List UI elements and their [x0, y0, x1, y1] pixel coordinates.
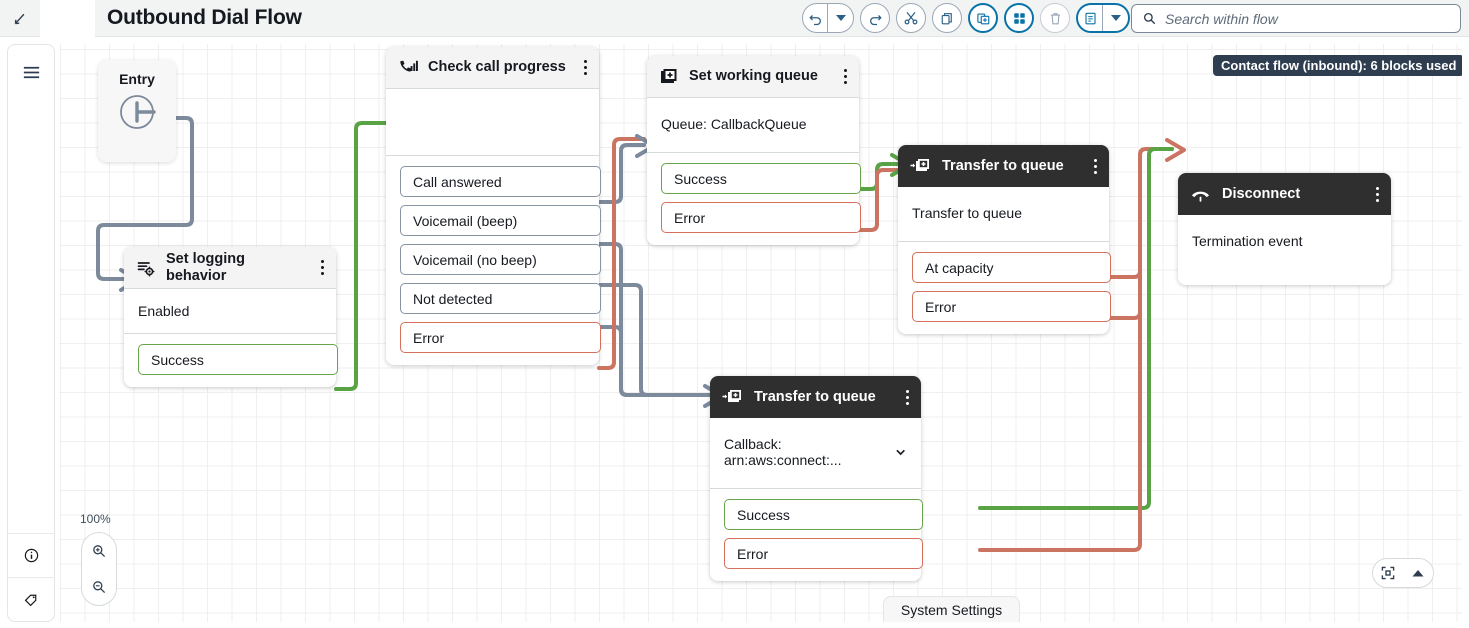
transfer-queue-icon	[722, 390, 741, 402]
block-title: Set working queue	[689, 68, 818, 85]
block-title: Disconnect	[1222, 185, 1301, 202]
block-ports: Success	[124, 333, 338, 387]
title-backdrop	[40, 0, 95, 37]
block-header[interactable]: Set working queue	[647, 56, 859, 98]
notes-icon[interactable]	[1078, 5, 1104, 31]
entry-label: Entry	[119, 71, 155, 87]
block-menu-button[interactable]	[1376, 186, 1379, 202]
block-menu-button[interactable]	[906, 389, 909, 405]
block-header[interactable]: Transfer to queue	[710, 376, 921, 418]
block-title: Check call progress	[428, 59, 566, 76]
undo-button-group[interactable]	[802, 3, 854, 33]
app-header: Outbound Dial Flow	[0, 0, 1469, 37]
canvas-view-controls	[1372, 558, 1434, 588]
block-body-row[interactable]: Callback: arn:aws:connect:...	[710, 418, 921, 488]
port-success[interactable]: Success	[661, 163, 861, 194]
block-title: Set logging behavior	[166, 250, 245, 284]
port-error[interactable]: Error	[400, 322, 601, 353]
undo-icon[interactable]	[803, 4, 829, 32]
block-header[interactable]: Set logging behavior	[124, 247, 336, 289]
port-success[interactable]: Success	[724, 499, 923, 530]
search-input[interactable]	[1165, 10, 1450, 27]
block-set-working-queue[interactable]: Set working queue Queue: CallbackQueue S…	[647, 56, 861, 245]
undo-dropdown-caret-down-icon[interactable]	[828, 4, 853, 32]
copy-icon	[941, 12, 952, 24]
search-box[interactable]	[1131, 4, 1461, 33]
flow-canvas[interactable]: Contact flow (inbound): 6 blocks used En…	[59, 44, 1462, 622]
block-disconnect[interactable]: Disconnect Termination event	[1178, 173, 1391, 285]
paste-icon	[976, 12, 989, 24]
port-at-capacity[interactable]: At capacity	[912, 252, 1111, 283]
set-queue-icon	[661, 68, 677, 83]
hangup-phone-icon	[1192, 191, 1209, 202]
block-header[interactable]: Disconnect	[1178, 173, 1391, 215]
call-progress-icon	[400, 60, 418, 72]
block-body-text: Enabled	[138, 303, 190, 319]
block-body-text	[386, 89, 599, 155]
delete-button[interactable]	[1040, 3, 1070, 33]
block-body-text: Callback: arn:aws:connect:...	[724, 436, 842, 468]
paste-button[interactable]	[968, 3, 998, 33]
block-menu-button[interactable]	[584, 60, 587, 75]
chevron-down-icon[interactable]	[894, 445, 907, 459]
block-header[interactable]: Transfer to queue	[898, 145, 1109, 187]
block-title: Transfer to queue	[754, 388, 876, 405]
block-menu-button[interactable]	[1094, 158, 1097, 174]
left-sidebar	[7, 44, 55, 622]
block-menu-button[interactable]	[321, 260, 324, 275]
zoom-out-icon[interactable]	[84, 572, 114, 602]
fit-to-screen-icon[interactable]	[1380, 565, 1396, 581]
port-error[interactable]: Error	[724, 538, 923, 569]
system-settings-panel[interactable]: System Settings	[883, 596, 1020, 622]
grid-icon	[1013, 12, 1025, 24]
block-transfer-to-queue-bottom[interactable]: Transfer to queue Callback: arn:aws:conn…	[710, 376, 923, 581]
hamburger-icon[interactable]	[21, 45, 42, 99]
block-ports: Call answered Voicemail (beep) Voicemail…	[386, 155, 601, 365]
copy-button[interactable]	[932, 3, 962, 33]
port-call-answered[interactable]: Call answered	[400, 166, 601, 197]
start-port-icon	[120, 95, 156, 129]
block-ports: At capacity Error	[898, 241, 1111, 334]
cut-button[interactable]	[896, 3, 926, 33]
port-not-detected[interactable]: Not detected	[400, 283, 601, 314]
trash-icon	[1050, 12, 1060, 24]
entry-node[interactable]: Entry	[98, 60, 176, 162]
block-body-text: Termination event	[1192, 233, 1303, 249]
block-body-text: Transfer to queue	[912, 205, 1022, 221]
block-set-logging-behavior[interactable]: Set logging behavior Enabled Success	[124, 247, 338, 387]
block-title: Transfer to queue	[942, 157, 1064, 174]
block-header[interactable]: Check call progress	[386, 47, 599, 89]
block-transfer-to-queue-top[interactable]: Transfer to queue Transfer to queue At c…	[898, 145, 1111, 334]
editor-toolbar	[802, 3, 1130, 33]
port-error[interactable]: Error	[661, 202, 861, 233]
redo-icon	[869, 14, 882, 25]
arrange-button[interactable]	[1004, 3, 1034, 33]
zoom-in-icon[interactable]	[84, 536, 114, 566]
triangle-up-icon[interactable]	[1410, 567, 1426, 579]
block-ports: Success Error	[710, 488, 923, 581]
zoom-level-label: 100%	[80, 512, 111, 526]
logging-gear-icon	[137, 261, 155, 277]
block-check-call-progress[interactable]: Check call progress Call answered Voicem…	[386, 47, 601, 365]
port-voicemail-beep[interactable]: Voicemail (beep)	[400, 205, 601, 236]
transfer-queue-icon	[910, 159, 929, 171]
status-badge: Contact flow (inbound): 6 blocks used	[1213, 55, 1462, 76]
notes-dropdown-caret-down-icon[interactable]	[1103, 5, 1128, 31]
block-ports: Success Error	[647, 152, 861, 245]
port-error[interactable]: Error	[912, 291, 1111, 322]
port-voicemail-no-beep[interactable]: Voicemail (no beep)	[400, 244, 601, 275]
arrowhead	[1165, 138, 1186, 162]
port-success[interactable]: Success	[138, 344, 338, 375]
search-icon	[1143, 12, 1156, 25]
pencil-icon[interactable]	[0, 10, 40, 27]
tag-icon[interactable]	[8, 577, 54, 621]
block-menu-button[interactable]	[844, 69, 847, 84]
redo-button[interactable]	[860, 3, 890, 33]
info-icon[interactable]	[8, 533, 54, 577]
block-body-text: Queue: CallbackQueue	[661, 116, 807, 132]
scissors-icon	[904, 12, 918, 25]
notes-button-group[interactable]	[1076, 3, 1130, 33]
page-title: Outbound Dial Flow	[107, 6, 302, 29]
zoom-controls	[81, 532, 117, 606]
